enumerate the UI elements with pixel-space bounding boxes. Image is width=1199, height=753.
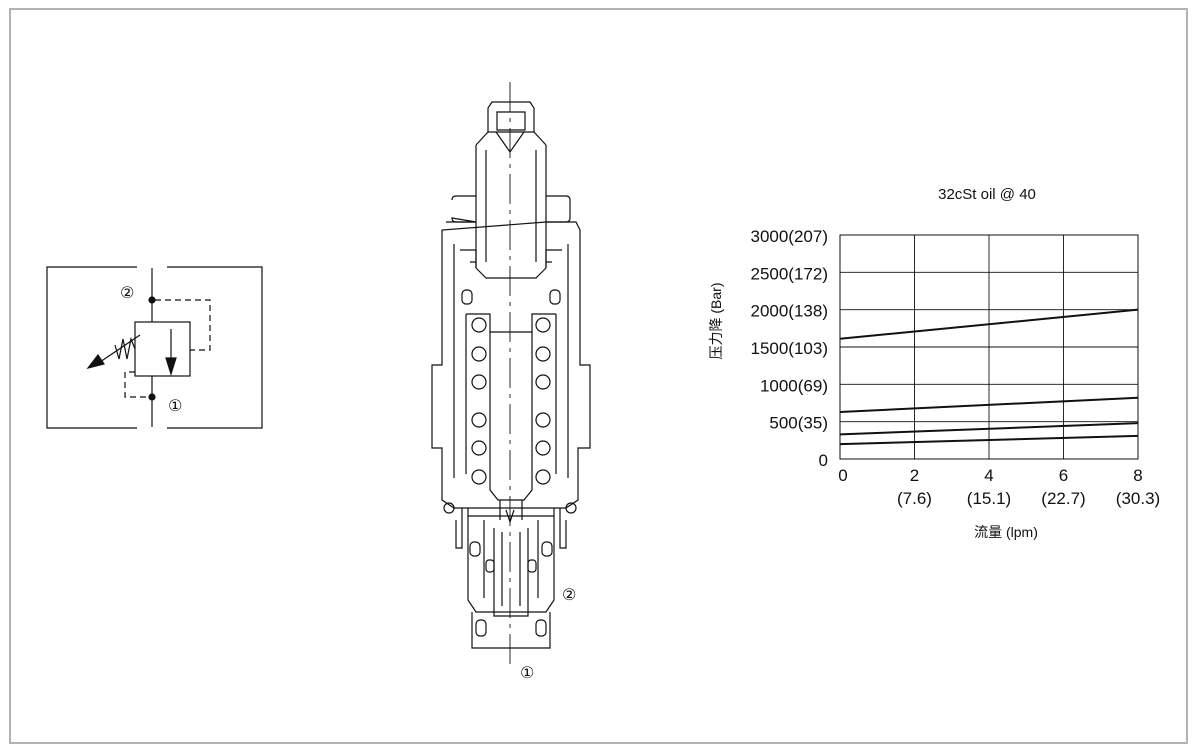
x-tick-label: 8 <box>1133 466 1142 485</box>
symbol-boundary <box>46 266 263 429</box>
symbol-adjust-arrow-line <box>99 334 141 363</box>
section-port-1-label: ① <box>520 665 534 682</box>
symbol-port-2-label: ② <box>120 285 134 302</box>
y-tick-label: 500(35) <box>769 414 828 433</box>
y-tick-label: 1500(103) <box>750 339 828 358</box>
valve-body <box>431 221 591 509</box>
y-tick-label: 0 <box>819 451 828 470</box>
valve-symbol <box>46 266 263 429</box>
chart-grid <box>839 234 1139 460</box>
x-tick-label: 6 <box>1059 466 1068 485</box>
x-tick-label: 4 <box>984 466 993 485</box>
series-line-4 <box>839 434 1139 446</box>
y-tick-label: 3000(207) <box>750 227 828 246</box>
pressure-drop-chart: 32cSt oil @ 40 0 500(35) 1000(69) 1500(103)… <box>708 186 1160 540</box>
symbol-port-1-label: ① <box>168 398 182 415</box>
chart-title: 32cSt oil @ 40 <box>938 186 1036 203</box>
spring-guide <box>475 267 547 279</box>
y-axis-ticks: 0 500(35) 1000(69) 1500(103) 2000(138) 2500(1… <box>750 227 828 470</box>
x-axis-label: 流量 (lpm) <box>974 524 1038 540</box>
symbol-flow-arrow-head <box>165 357 177 377</box>
poppet <box>489 470 533 501</box>
cartridge-nose <box>455 508 567 549</box>
x-tick-sublabel: (30.3) <box>1116 489 1160 508</box>
x-axis-ticks: 0 2 (7.6) 4 (15.1) 6 (22.7) 8 (30.3) <box>838 466 1160 508</box>
symbol-spring <box>114 336 136 360</box>
adjusting-stem <box>475 145 547 268</box>
y-tick-label: 2500(172) <box>750 264 828 283</box>
diagram-frame <box>9 8 1188 744</box>
series-line-1 <box>839 308 1139 340</box>
x-tick-label: 0 <box>838 466 847 485</box>
symbol-pilot-line <box>155 299 211 351</box>
section-port-2-label: ② <box>562 587 576 604</box>
y-tick-label: 1000(69) <box>760 376 828 395</box>
x-tick-sublabel: (22.7) <box>1041 489 1085 508</box>
lock-nut <box>451 195 571 223</box>
chart-series <box>839 308 1139 446</box>
symbol-drain-line <box>124 371 150 398</box>
series-line-3 <box>839 422 1139 436</box>
symbol-adjust-arrow-head <box>86 353 105 370</box>
x-tick-label: 2 <box>910 466 919 485</box>
x-tick-sublabel: (15.1) <box>967 489 1011 508</box>
adjusting-screw <box>487 101 535 133</box>
symbol-junction-top <box>148 296 156 304</box>
valve-cross-section <box>431 82 591 668</box>
symbol-junction-bottom <box>148 393 156 401</box>
x-tick-sublabel: (7.6) <box>897 489 932 508</box>
series-line-2 <box>839 396 1139 413</box>
y-axis-label: 压力降 (Bar) <box>708 283 724 360</box>
spring-coils <box>471 317 551 485</box>
y-tick-label: 2000(138) <box>750 302 828 321</box>
symbol-valve-envelope <box>134 321 191 377</box>
